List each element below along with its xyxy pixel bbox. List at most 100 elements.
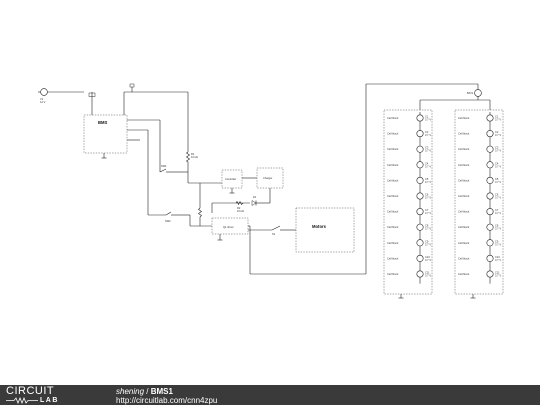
- cell-voltage: 3.7 V: [425, 118, 431, 122]
- cell-block-label: Cell block: [387, 147, 399, 151]
- resistor-r1: R1 10 kΩ: [185, 150, 222, 184]
- cell-label: C1: [425, 115, 429, 119]
- cell-label: C7: [425, 208, 429, 212]
- cell-voltage: 3.7 V: [425, 242, 431, 246]
- cell-block-label: Cell block: [458, 241, 470, 245]
- cell-label: C2: [425, 130, 429, 134]
- cell-stack-left: [383, 109, 433, 299]
- resistor-r2-value: 10 kΩ: [237, 209, 244, 213]
- terminal-block: [88, 92, 96, 115]
- cell-block-label: Cell block: [387, 178, 399, 182]
- cell-block-label: Cell block: [458, 132, 470, 136]
- switch-three: S1: [248, 225, 296, 236]
- author-name[interactable]: shening: [116, 387, 145, 396]
- cell-label: C2: [495, 130, 499, 134]
- motors-module: Motors: [295, 207, 355, 253]
- cell-stack-right: [454, 109, 504, 299]
- cell-circle: [486, 208, 494, 216]
- cell-label: C9: [495, 239, 499, 243]
- cell-circle: [486, 176, 494, 184]
- cell-block-label: Cell block: [458, 210, 470, 214]
- cell-label: C8: [495, 224, 499, 228]
- switch-one-label: SW1: [161, 164, 167, 168]
- cell-circle: [486, 192, 494, 200]
- driver-module: Q1 driver: [211, 217, 251, 274]
- resistor-r3: [197, 183, 203, 226]
- cell-block-label: Cell block: [458, 272, 470, 276]
- cell-voltage: 3.7 V: [495, 211, 501, 215]
- cell-label: C5: [495, 177, 499, 181]
- cell-block-label: Cell block: [387, 241, 399, 245]
- battery-label: BAT1: [467, 91, 474, 95]
- cell-circle: [486, 254, 494, 262]
- cell-block-label: Cell block: [458, 194, 470, 198]
- circuitlab-logo[interactable]: CIRCUIT LAB: [6, 386, 96, 404]
- circuit-title[interactable]: BMS1: [150, 387, 173, 396]
- voltage-source: V1 12 V: [38, 88, 84, 104]
- cell-block-label: Cell block: [387, 225, 399, 229]
- cell-block-label: Cell block: [387, 194, 399, 198]
- cell-voltage: 3.7 V: [495, 180, 501, 184]
- cell-block-label: Cell block: [458, 225, 470, 229]
- source-value: 12 V: [40, 100, 46, 104]
- cell-label: C9: [425, 239, 429, 243]
- cell-label: C6: [425, 193, 429, 197]
- resistor-r1-label: R1: [191, 152, 195, 156]
- cell-label: C3: [495, 146, 499, 150]
- cell-circle: [416, 130, 424, 138]
- cell-block-label: Cell block: [458, 147, 470, 151]
- top-switch: [123, 83, 188, 115]
- cell-voltage: 3.7 V: [495, 274, 501, 278]
- cell-row: Cell block C23.7 V: [458, 127, 501, 144]
- cell-circle: [486, 130, 494, 138]
- logo-top-text: CIRCUIT: [6, 385, 55, 397]
- caption: shening / BMS1 http://circuitlab.com/cnn…: [116, 387, 217, 405]
- cell-block-label: Cell block: [387, 116, 399, 120]
- circuit-url[interactable]: http://circuitlab.com/cnn4zpu: [116, 396, 218, 405]
- cell-row: Cell block C13.7 V: [387, 112, 431, 128]
- cell-label: C11: [425, 271, 430, 275]
- cell-voltage: 3.7 V: [495, 133, 501, 137]
- footer-bar: CIRCUIT LAB shening / BMS1 http://circui…: [0, 385, 540, 405]
- cell-voltage: 3.7 V: [495, 242, 501, 246]
- cell-voltage: 3.7 V: [495, 118, 501, 122]
- cell-voltage: 3.7 V: [425, 164, 431, 168]
- cell-label: C3: [425, 146, 429, 150]
- caption-separator: /: [144, 387, 151, 396]
- motors-label: Motors: [312, 224, 327, 229]
- cell-voltage: 3.7 V: [425, 133, 431, 137]
- cell-voltage: 3.7 V: [425, 180, 431, 184]
- cell-circle: [486, 223, 494, 231]
- cell-row: Cell block C93.7 V: [387, 236, 431, 253]
- cell-voltage: 3.7 V: [495, 149, 501, 153]
- cell-label: C5: [425, 177, 429, 181]
- source-label: V1: [40, 97, 44, 101]
- charger-label: Charger: [263, 176, 273, 180]
- cell-circle: [416, 208, 424, 216]
- cell-circle: [416, 176, 424, 184]
- cell-row: Cell block C33.7 V: [458, 143, 501, 159]
- charger-module: Charger: [256, 167, 284, 203]
- cell-label: C10: [425, 255, 430, 259]
- cell-label: C11: [495, 271, 500, 275]
- cell-circle: [486, 114, 494, 122]
- cell-circle: [486, 239, 494, 247]
- cell-circle: [486, 145, 494, 153]
- cell-label: C1: [495, 115, 499, 119]
- switch-two-label: SW2: [165, 219, 171, 223]
- cell-block-label: Cell block: [458, 116, 470, 120]
- controller-module: Controller: [221, 169, 257, 194]
- cell-row: Cell block C93.7 V: [458, 236, 501, 253]
- cell-block-label: Cell block: [387, 210, 399, 214]
